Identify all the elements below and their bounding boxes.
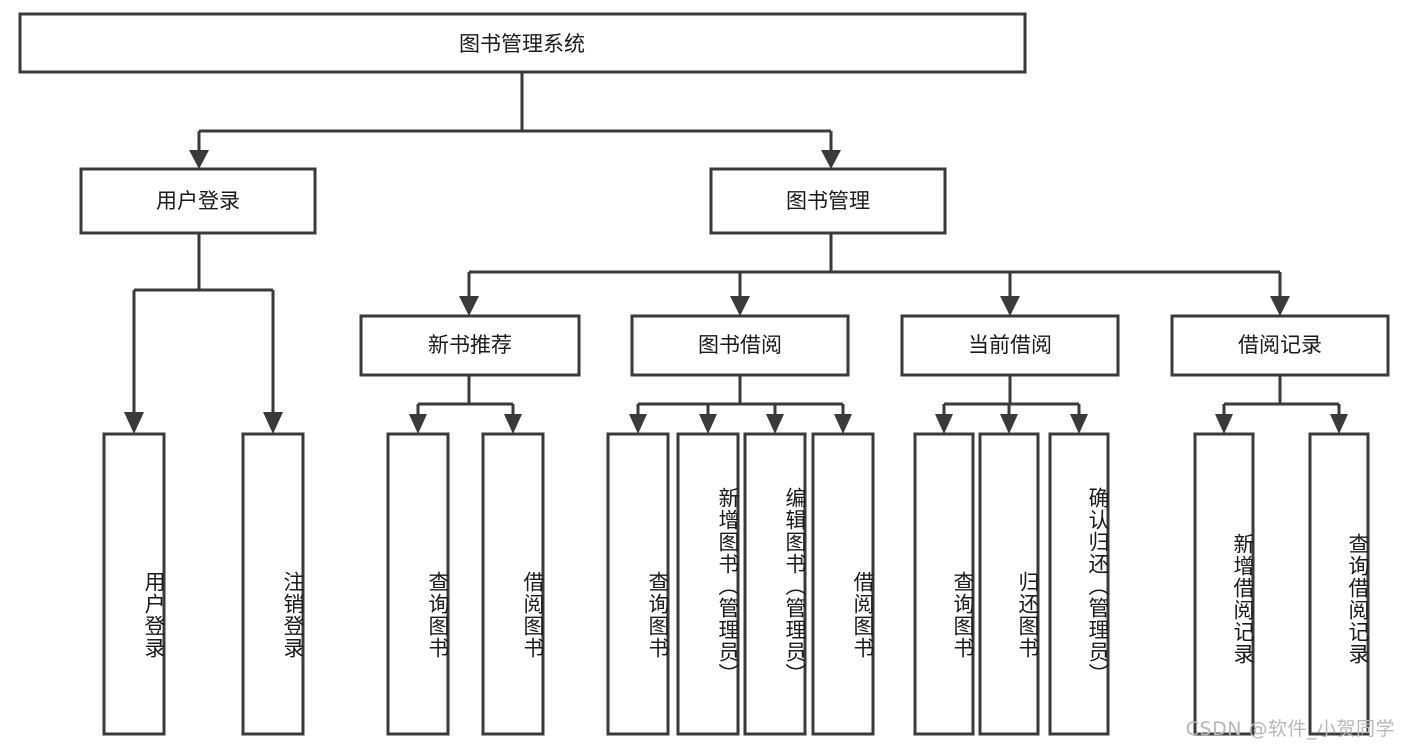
leaf-box-query-book-1[interactable]: [386, 432, 450, 736]
node-current-borrow[interactable]: 当前借阅: [900, 314, 1120, 377]
node-book-management-label: 图书管理: [786, 189, 870, 213]
leaf-box-add-borrow-record[interactable]: [1193, 432, 1255, 736]
arrowhead-leaf-user-login: [124, 412, 144, 434]
node-user-login-label: 用户登录: [156, 189, 240, 213]
connectors-bookborrow-to-leaves: [629, 375, 852, 434]
arrowhead-leaf-logout: [263, 412, 283, 434]
arrowhead-leaf-confirm-return: [1070, 414, 1088, 434]
node-borrow-record-label: 借阅记录: [1238, 333, 1322, 357]
arrowhead-book-mgmt: [821, 150, 841, 169]
leaf-box-logout[interactable]: [241, 432, 305, 736]
node-borrow-record[interactable]: 借阅记录: [1170, 314, 1390, 377]
leaf-box-user-login[interactable]: [102, 432, 166, 736]
node-current-borrow-label: 当前借阅: [968, 333, 1052, 357]
leaf-box-borrow-book-2[interactable]: [811, 432, 875, 736]
node-root-label: 图书管理系统: [459, 32, 585, 56]
leaf-box-edit-book-admin[interactable]: [743, 432, 807, 736]
arrowhead-borrow-record: [1270, 296, 1290, 316]
arrowhead-leaf-add-record: [1215, 414, 1233, 434]
connectors-borrowrecord-to-leaves: [1215, 375, 1348, 434]
connectors-currentborrow-to-leaves: [935, 375, 1088, 434]
leaf-box-query-borrow-record[interactable]: [1308, 432, 1370, 736]
arrowhead-leaf-query-book-1: [409, 414, 427, 434]
leaf-box-query-book-2[interactable]: [606, 432, 670, 736]
leaf-box-return-book[interactable]: [978, 432, 1040, 736]
arrowhead-book-borrow: [730, 296, 750, 316]
node-book-management-box[interactable]: [709, 167, 947, 235]
node-root-box[interactable]: [18, 12, 1027, 74]
node-book-borrow[interactable]: 图书借阅: [630, 314, 850, 377]
node-user-login-box[interactable]: [79, 167, 317, 235]
arrowhead-leaf-query-book-3: [935, 414, 953, 434]
connectors-userlogin-to-leaves: [124, 233, 283, 434]
arrowhead-current-borrow: [1000, 296, 1020, 316]
leaf-box-add-book-admin[interactable]: [676, 432, 740, 736]
node-current-borrow-box[interactable]: [900, 314, 1120, 377]
node-new-book-recommend[interactable]: 新书推荐: [359, 314, 581, 377]
node-new-book-recommend-box[interactable]: [359, 314, 581, 377]
connectors-root-to-level2: [189, 72, 841, 169]
arrowhead-leaf-query-book-2: [629, 414, 647, 434]
arrowhead-leaf-borrow-book-1: [504, 414, 522, 434]
node-root[interactable]: 图书管理系统: [18, 12, 1027, 74]
leaf-box-borrow-book-1[interactable]: [481, 432, 545, 736]
arrowhead-new-book-rec: [459, 296, 479, 316]
arrowhead-leaf-return-book: [1000, 414, 1018, 434]
connectors-newbookrec-to-leaves: [409, 375, 522, 434]
arrowhead-leaf-add-book: [699, 414, 717, 434]
leaf-box-confirm-return-admin[interactable]: [1048, 432, 1110, 736]
node-user-login[interactable]: 用户登录: [79, 167, 317, 235]
node-new-book-recommend-label: 新书推荐: [428, 333, 512, 357]
connectors-bookmgmt-to-level3: [459, 233, 1290, 316]
node-book-borrow-label: 图书借阅: [698, 333, 782, 357]
node-book-management[interactable]: 图书管理: [709, 167, 947, 235]
arrowhead-user-login: [189, 150, 209, 169]
arrowhead-leaf-query-record: [1330, 414, 1348, 434]
node-borrow-record-box[interactable]: [1170, 314, 1390, 377]
node-book-borrow-box[interactable]: [630, 314, 850, 377]
arrowhead-leaf-edit-book: [766, 414, 784, 434]
watermark: CSDN @软件_小贺同学: [1185, 718, 1395, 740]
arrowhead-leaf-borrow-book-2: [834, 414, 852, 434]
leaf-box-query-book-3[interactable]: [913, 432, 975, 736]
